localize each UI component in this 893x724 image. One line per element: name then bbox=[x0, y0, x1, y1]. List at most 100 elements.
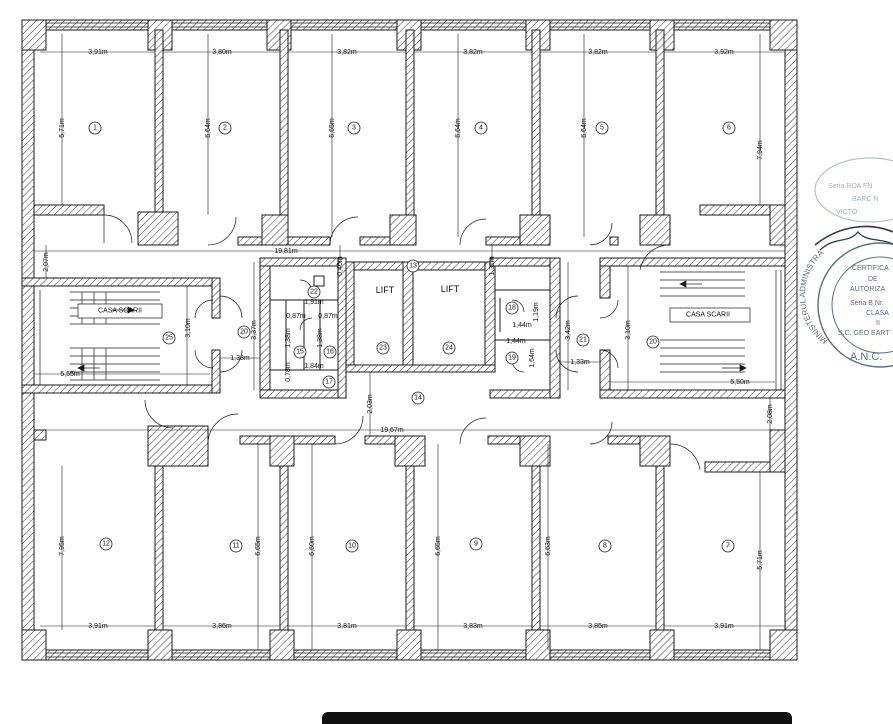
dim-bottom-w-9: 3,83m bbox=[463, 623, 483, 630]
lift-label-right: LIFT bbox=[441, 284, 460, 294]
corridor-wall bbox=[639, 435, 671, 467]
room-21-number: 21 bbox=[579, 337, 587, 344]
dim-top-w-6: 3,92m bbox=[714, 49, 734, 56]
room-20-left-number: 20 bbox=[240, 329, 248, 336]
dimension-texts: 3,91m 3,80m 3,82m 3,82m 3,82m 3,92m 5,71… bbox=[43, 49, 774, 630]
corridor-wall bbox=[137, 211, 179, 246]
corridor-wall bbox=[769, 429, 786, 473]
room-19-number: 19 bbox=[508, 355, 516, 362]
wc-partitions bbox=[270, 269, 550, 371]
room-numbers: 1 2 3 4 5 6 7 8 9 10 11 12 13 14 15 16 1… bbox=[93, 125, 731, 550]
corridor-wall bbox=[33, 204, 105, 216]
dim-wc-e: 0,78m bbox=[285, 362, 292, 382]
stairs-label-left: CASA SCARII bbox=[98, 308, 142, 315]
dim-stairs-left-height: 3,10m bbox=[185, 318, 192, 338]
stair-wall bbox=[211, 277, 221, 319]
room-12-number: 12 bbox=[102, 541, 110, 548]
pillar bbox=[396, 629, 422, 661]
dim-corridor-bottom-length: 19,67m bbox=[380, 427, 404, 434]
doors bbox=[103, 214, 701, 471]
dim-wc-r-a: 1,44m bbox=[512, 322, 532, 329]
dim-wc-b: 0,87m bbox=[318, 313, 338, 320]
dim-lobby-right-height: 3,42m bbox=[565, 320, 572, 340]
dim-wc-top: 1,91m bbox=[304, 299, 324, 306]
wc-wall bbox=[259, 257, 271, 399]
dim-bottom-w-8: 3,85m bbox=[588, 623, 608, 630]
pillar bbox=[769, 629, 798, 661]
pillar bbox=[21, 629, 47, 661]
space-labels: LIFT LIFT CASA SCARII CASA SCARII bbox=[98, 284, 730, 319]
corridor-wall bbox=[394, 435, 426, 467]
room-6-number: 6 bbox=[727, 125, 731, 132]
dim-top-h-6: 7,94m bbox=[757, 140, 764, 160]
stamp-line-5: CLASA bbox=[866, 310, 889, 317]
corridor-wall bbox=[639, 214, 671, 246]
pillar bbox=[21, 19, 47, 51]
stamp-outer-ring bbox=[817, 242, 893, 368]
bottom-divider-wall bbox=[405, 465, 415, 651]
room-25-number: 25 bbox=[165, 335, 173, 342]
pillar bbox=[649, 629, 675, 661]
room-24-number: 24 bbox=[445, 345, 453, 352]
corridor-wall bbox=[364, 435, 396, 445]
top-divider-wall bbox=[154, 29, 164, 216]
dim-top-w-4: 3,82m bbox=[463, 49, 483, 56]
bottom-bar bbox=[322, 712, 792, 724]
stair-wall-top bbox=[21, 277, 221, 287]
stamp-ring-bottom: A.N.C. bbox=[850, 351, 882, 363]
bottom-divider-wall bbox=[531, 465, 541, 651]
top-divider-wall bbox=[655, 29, 665, 246]
stamp-line-1: CERTIFICA bbox=[852, 265, 889, 272]
dim-lobby-right-width: 1,33m bbox=[570, 359, 590, 366]
dim-stairs-left-width: 5,55m bbox=[60, 371, 80, 378]
dim-top-w-1: 3,91m bbox=[88, 49, 108, 56]
wc-wall-right bbox=[489, 389, 559, 399]
room-2-number: 2 bbox=[223, 125, 227, 132]
lift-wall bbox=[345, 261, 355, 373]
room-10-number: 10 bbox=[348, 543, 356, 550]
stamp-ring-text: MINISTERUL ADMINISTRA bbox=[798, 248, 829, 346]
official-stamp: MINISTERUL ADMINISTRA CERTIFICA DE AUTOR… bbox=[798, 225, 893, 368]
stair-wall-bottom-right bbox=[599, 389, 786, 399]
wc-wall-right bbox=[489, 257, 559, 267]
stamp-line-2: DE bbox=[868, 276, 878, 283]
dim-bottom-h-9: 6,65m bbox=[435, 536, 442, 556]
dim-bottom-w-7: 3,91m bbox=[714, 623, 734, 630]
pillar bbox=[269, 629, 295, 661]
room-5-number: 5 bbox=[600, 125, 604, 132]
room-13-number: 13 bbox=[409, 263, 417, 270]
corridor-wall bbox=[33, 429, 47, 441]
stamp-inner-ring bbox=[831, 256, 893, 354]
dim-bottom-h-7: 5,71m bbox=[757, 550, 764, 570]
dim-corridor-bottom-width: 2,08m bbox=[767, 404, 774, 424]
dim-wc-c: 1,38m bbox=[285, 328, 292, 348]
room-18-number: 18 bbox=[508, 305, 516, 312]
stair-wall-bottom bbox=[21, 384, 221, 394]
room-markers bbox=[88, 121, 736, 553]
dim-top-w-3: 3,82m bbox=[337, 49, 357, 56]
dim-top-h-4: 6,64m bbox=[455, 118, 462, 138]
room-22-number: 22 bbox=[310, 289, 318, 296]
wc-wall bbox=[337, 257, 347, 399]
dim-bottom-h-8: 6,63m bbox=[545, 536, 552, 556]
room-4-number: 4 bbox=[479, 125, 483, 132]
corridor-wall bbox=[609, 236, 619, 246]
wc-wall bbox=[259, 257, 346, 267]
dim-wc-r-c: 1,19m bbox=[533, 302, 540, 322]
dimension-lines bbox=[34, 34, 785, 650]
dim-wc-a: 0,87m bbox=[286, 313, 306, 320]
room-9-number: 9 bbox=[474, 541, 478, 548]
stair-wall-top-right bbox=[599, 257, 786, 267]
dim-top-h-5: 6,64m bbox=[581, 118, 588, 138]
outer-wall-left bbox=[21, 19, 35, 661]
dim-bottom-h-11: 6,65m bbox=[255, 536, 262, 556]
top-divider-wall bbox=[405, 29, 415, 246]
stamp-line-7: S.C. GEO EART bbox=[838, 330, 890, 337]
corridor-wall bbox=[769, 204, 786, 246]
corridor-wall bbox=[269, 435, 295, 467]
dim-stairs-right-height: 3,10m bbox=[625, 320, 632, 340]
walls bbox=[21, 19, 798, 661]
stairs-right bbox=[660, 270, 782, 390]
lift-wall bbox=[345, 261, 412, 271]
faded-stamp-line-1: Seria ROA FN bbox=[828, 183, 872, 190]
